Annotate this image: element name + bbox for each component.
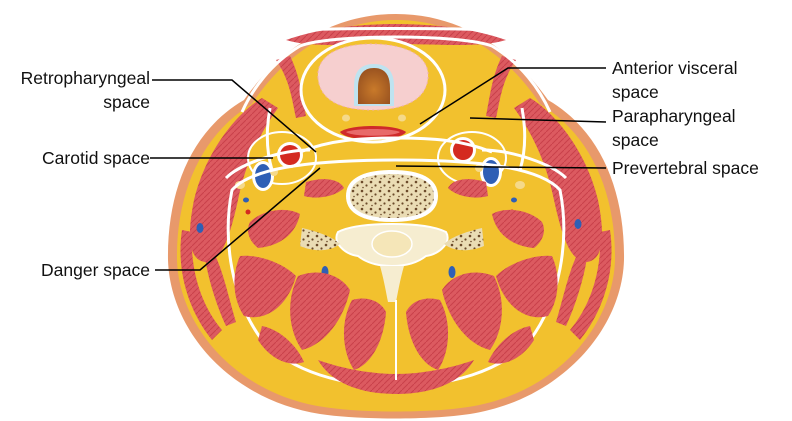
label-parapharyngeal-line2: space <box>612 130 659 150</box>
label-retropharyngeal-line2: space <box>103 92 150 112</box>
label-prevertebral-space: Prevertebral space <box>612 158 759 178</box>
vertebra <box>300 170 484 302</box>
posterior-neck-muscles <box>204 179 588 394</box>
label-danger-space: Danger space <box>41 260 150 280</box>
carotid-sheath-right <box>437 131 507 187</box>
label-anterior-visceral-space: Anterior visceral space <box>612 58 737 102</box>
label-anterior-visceral-line2: space <box>612 82 659 102</box>
leader-anterior-visceral <box>419 67 606 125</box>
pharynx <box>299 36 447 144</box>
leader-parapharyngeal <box>469 117 607 123</box>
label-parapharyngeal-space: Parapharyngeal space <box>612 106 736 150</box>
leader-danger <box>155 167 321 271</box>
leader-prevertebral <box>395 165 607 169</box>
leader-retropharyngeal <box>152 79 317 153</box>
label-retropharyngeal-line1: Retropharyngeal <box>21 68 150 88</box>
label-retropharyngeal-space: Retropharyngeal space <box>21 68 150 112</box>
label-anterior-visceral-line1: Anterior visceral <box>612 58 737 78</box>
leader-lines <box>150 67 607 271</box>
label-parapharyngeal-line1: Parapharyngeal <box>612 106 736 126</box>
label-carotid-space: Carotid space <box>42 148 150 168</box>
